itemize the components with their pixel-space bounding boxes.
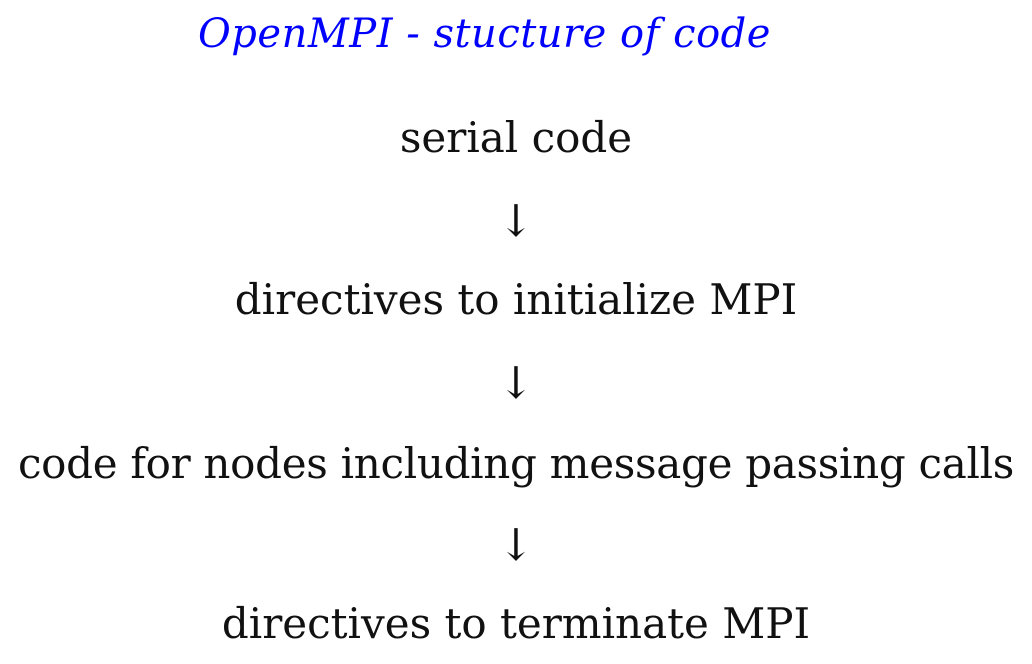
down-arrow-icon: ↓ [497,520,535,571]
slide-title: OpenMPI - stucture of code [198,11,771,57]
step-node-code: code for nodes including message passing… [17,439,1015,488]
down-arrow-icon: ↓ [497,358,535,409]
down-arrow-icon: ↓ [497,196,535,247]
flow-diagram: serial code ↓ directives to initialize M… [0,108,1032,664]
step-terminate-mpi: directives to terminate MPI [221,599,811,648]
step-serial-code: serial code [399,113,633,162]
step-initialize-mpi: directives to initialize MPI [234,275,798,324]
